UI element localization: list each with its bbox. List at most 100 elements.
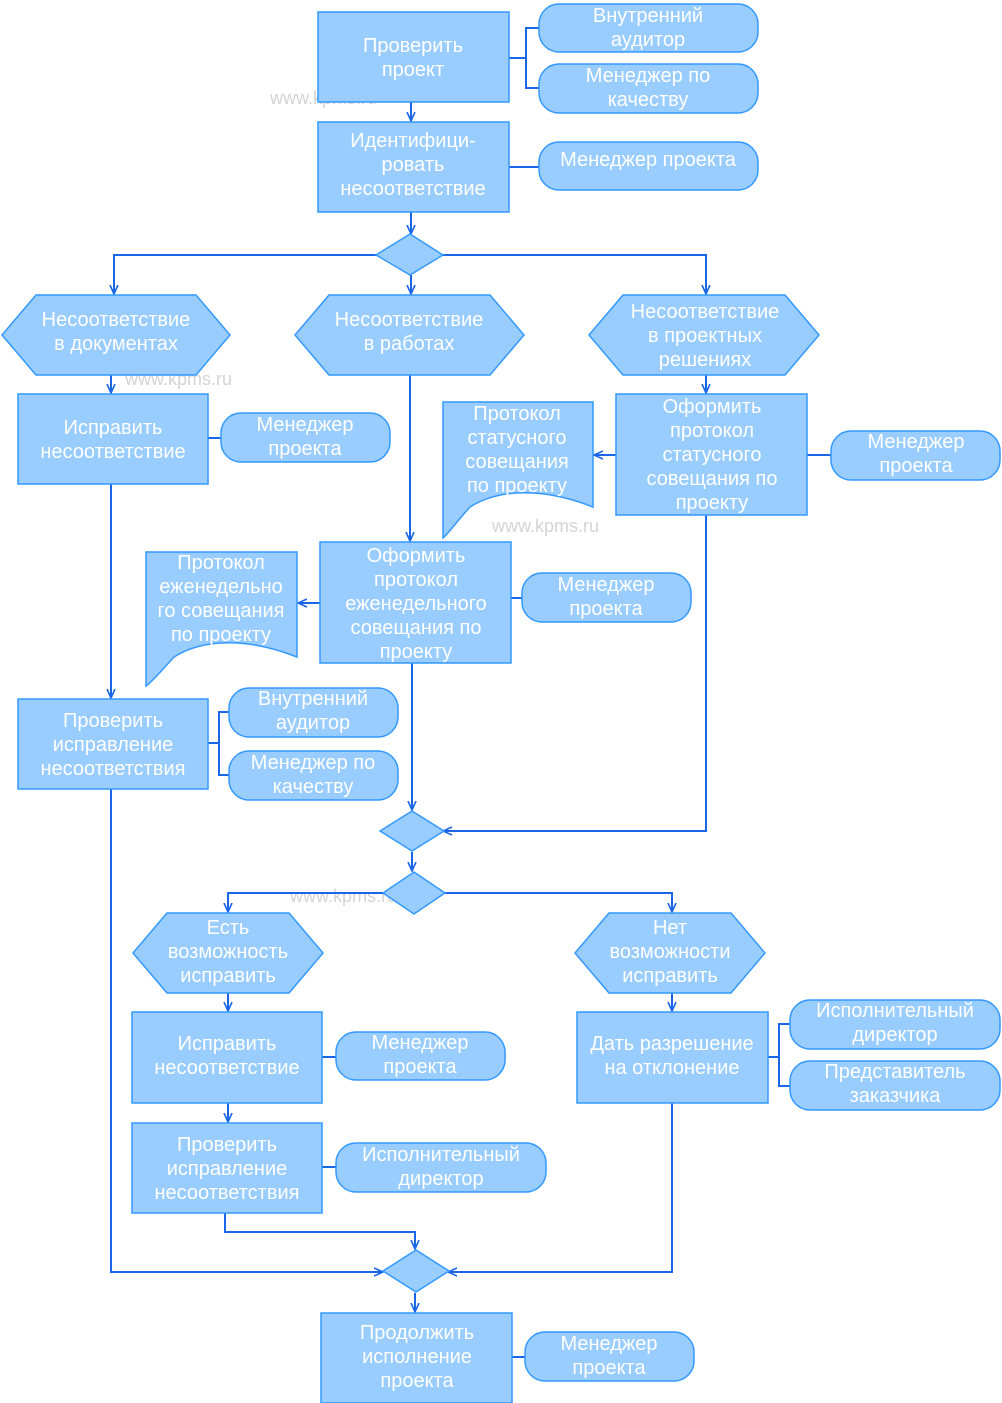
node-label-line: Проверить: [63, 710, 163, 732]
decisions: [374, 233, 451, 1293]
node-label-line: Менеджер проекта: [560, 149, 737, 171]
node-label-line: еженедельно: [159, 576, 283, 598]
node-label-line: в проектных: [648, 325, 762, 347]
node-label-line: Протокол: [177, 552, 265, 574]
node-label-line: в работах: [364, 333, 455, 355]
node-label-line: проекта: [268, 438, 342, 460]
node-label-line: Исполнительный: [362, 1144, 520, 1166]
node-label-line: Менеджер: [867, 431, 964, 453]
node-label-line: совещания по: [350, 617, 481, 639]
node-label-line: несоответствие: [40, 441, 185, 463]
node-label-line: статусного: [468, 427, 567, 449]
node-label-line: директор: [852, 1024, 937, 1046]
node-label-line: проекта: [879, 455, 953, 477]
node-label: Менеджер проекта: [560, 149, 737, 171]
node-label-line: качеству: [608, 89, 689, 111]
node-label-line: по проекту: [171, 624, 271, 646]
node-label-line: Менеджер: [256, 414, 353, 436]
node-label-line: Исправить: [178, 1033, 277, 1055]
node-label-line: Несоответствие: [42, 309, 191, 331]
node-label-line: проекту: [676, 492, 749, 514]
node-label-line: Несоответствие: [335, 309, 484, 331]
node-label-line: совещания по: [646, 468, 777, 490]
node-label-line: Есть: [207, 917, 250, 939]
node-label-line: Проверить: [177, 1134, 277, 1156]
node-label-line: совещания: [465, 451, 569, 473]
node-label-line: возможность: [168, 941, 288, 963]
watermark: www.kpms.ru: [491, 516, 599, 536]
node-label-line: Внутренний: [258, 688, 368, 710]
node-label-line: проекту: [380, 641, 453, 663]
decision-diamond: [378, 810, 446, 852]
node-label-line: Нет: [653, 917, 687, 939]
node-label-line: Менеджер по: [586, 65, 711, 87]
node-label-line: ровать: [382, 154, 445, 176]
node-label-line: исправить: [622, 965, 718, 987]
node-label-line: исправить: [180, 965, 276, 987]
node-label-line: аудитор: [276, 712, 350, 734]
node-label-line: решениях: [659, 349, 751, 371]
node-label-line: на отклонение: [604, 1057, 739, 1079]
node-label-line: заказчика: [850, 1085, 942, 1107]
node-label-line: еженедельного: [345, 593, 487, 615]
node-label-line: в документах: [54, 333, 178, 355]
node-label-line: проекта: [569, 598, 643, 620]
node-label-line: Представитель: [824, 1061, 965, 1083]
node-label-line: несоответствия: [41, 758, 186, 780]
node-label-line: Менеджер: [371, 1032, 468, 1054]
node-label-line: Исправить: [64, 417, 163, 439]
node-label-line: го совещания: [157, 600, 284, 622]
node-label-line: исправление: [167, 1158, 288, 1180]
node-label-line: Менеджер: [560, 1333, 657, 1355]
node-label-line: по проекту: [467, 475, 567, 497]
role-project-manager: Менеджер проекта: [538, 141, 759, 191]
node-label-line: Идентифици-: [350, 130, 475, 152]
node-label-line: Несоответствие: [631, 301, 780, 323]
node-label-line: исправление: [53, 734, 174, 756]
connectors: [111, 27, 831, 1358]
